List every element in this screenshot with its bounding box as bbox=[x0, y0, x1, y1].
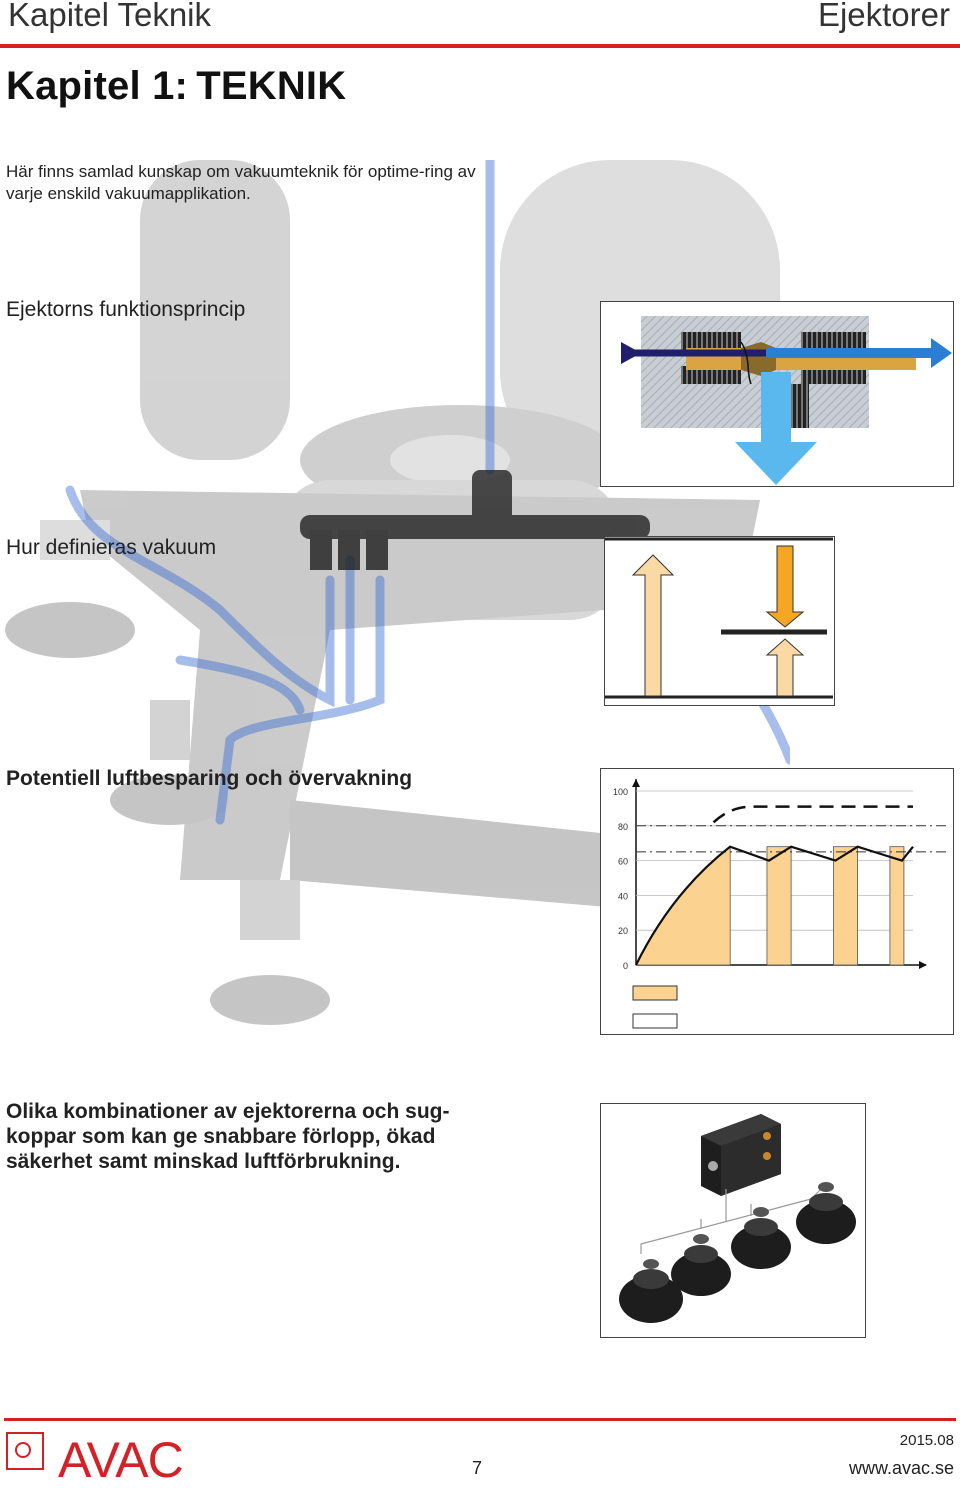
fill-pulse-3 bbox=[889, 846, 905, 966]
section-heading-principle: Ejektorns funktionsprincip bbox=[6, 298, 246, 321]
page-title: Kapitel 1: TEKNIK bbox=[6, 64, 347, 108]
air-saving-chart: 100 80 60 40 20 0 bbox=[613, 779, 949, 1029]
y-axis-arrowhead bbox=[632, 779, 640, 787]
logo-mark-box bbox=[6, 1432, 44, 1470]
reference-curve bbox=[712, 805, 913, 824]
brand-logo: AVAC bbox=[58, 1432, 184, 1488]
suction-cups bbox=[619, 1182, 856, 1323]
fill-pulse-1 bbox=[766, 846, 792, 966]
print-date: 2015.08 bbox=[899, 1432, 954, 1449]
vacuum-pressure-diagram bbox=[605, 537, 833, 699]
footer-rule bbox=[4, 1418, 956, 1421]
vacuum-level-line bbox=[635, 845, 914, 966]
y-tick-label: 100 bbox=[613, 787, 628, 797]
header-rule bbox=[0, 44, 960, 48]
website-url: www.avac.se bbox=[848, 1458, 954, 1478]
closing-text: Olika kombinationer av ejektorerna och s… bbox=[6, 1100, 450, 1173]
y-tick-label: 40 bbox=[618, 891, 628, 901]
fill-pulse-2 bbox=[833, 846, 859, 966]
ejector-cross-section-diagram bbox=[621, 316, 952, 485]
y-tick-label: 20 bbox=[618, 926, 628, 936]
air-saving-chart-panel: 100 80 60 40 20 0 bbox=[600, 768, 954, 1035]
logo-mark-circle bbox=[15, 1442, 31, 1458]
chapter-header: Kapitel Teknik bbox=[8, 0, 212, 33]
y-tick-label: 0 bbox=[623, 961, 628, 971]
legend-swatch-empty bbox=[632, 1013, 678, 1029]
section-heading-vacuum: Hur definieras vakuum bbox=[6, 536, 217, 559]
fill-initial-evacuation bbox=[635, 845, 731, 966]
y-tick-label: 80 bbox=[618, 822, 628, 832]
x-axis-arrowhead bbox=[919, 961, 927, 969]
section-heading-savings: Potentiell luftbesparing och övervakning bbox=[6, 767, 413, 790]
y-tick-label: 60 bbox=[618, 857, 628, 867]
vacuum-definition-panel bbox=[604, 536, 835, 706]
legend-swatch-filled bbox=[632, 985, 678, 1001]
ejector-with-suction-cups-illustration bbox=[619, 1114, 856, 1323]
intro-text: Här finns samlad kunskap om vakuumteknik… bbox=[6, 162, 476, 203]
background-gripper-illustration bbox=[5, 160, 790, 1025]
combination-panel bbox=[600, 1103, 866, 1338]
page-number: 7 bbox=[472, 1458, 483, 1478]
ejector-principle-panel bbox=[600, 301, 954, 487]
product-header: Ejektorer bbox=[817, 0, 950, 33]
